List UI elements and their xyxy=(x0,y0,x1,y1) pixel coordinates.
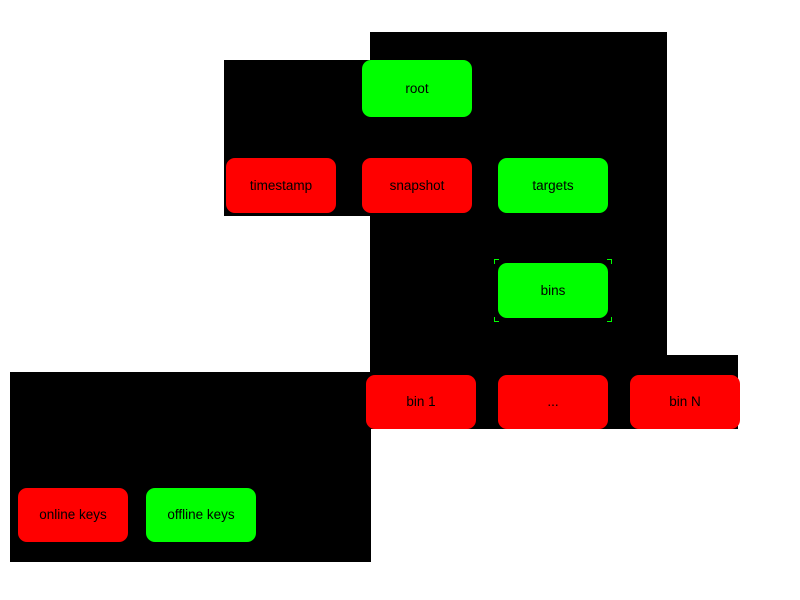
node-offline-keys[interactable]: offline keys xyxy=(146,488,256,542)
selection-handle-top-left[interactable] xyxy=(494,259,499,264)
node-bin-n[interactable]: bin N xyxy=(630,375,740,429)
node-bin-ellipsis[interactable]: ... xyxy=(498,375,608,429)
selection-handle-bottom-right[interactable] xyxy=(607,317,612,322)
node-online-keys[interactable]: online keys xyxy=(18,488,128,542)
node-snapshot[interactable]: snapshot xyxy=(362,158,472,213)
node-label-bin-n: bin N xyxy=(669,394,701,410)
node-bins[interactable]: bins xyxy=(494,259,612,322)
node-label-snapshot: snapshot xyxy=(389,177,445,193)
selection-handle-top-right[interactable] xyxy=(607,259,612,264)
node-label-bin-1: bin 1 xyxy=(406,394,436,410)
node-label-offline-keys: offline keys xyxy=(167,507,235,523)
selection-handle-bottom-left[interactable] xyxy=(494,317,499,322)
node-root[interactable]: root xyxy=(362,60,472,117)
node-label-bins: bins xyxy=(540,282,566,298)
node-label-online-keys: online keys xyxy=(39,507,107,523)
node-bin-1[interactable]: bin 1 xyxy=(366,375,476,429)
node-label-targets: targets xyxy=(532,177,574,193)
node-label-timestamp: timestamp xyxy=(249,177,313,193)
node-targets[interactable]: targets xyxy=(498,158,608,213)
node-label-root: root xyxy=(405,80,429,96)
node-timestamp[interactable]: timestamp xyxy=(226,158,336,213)
node-label-bin-ellipsis: ... xyxy=(547,394,559,410)
